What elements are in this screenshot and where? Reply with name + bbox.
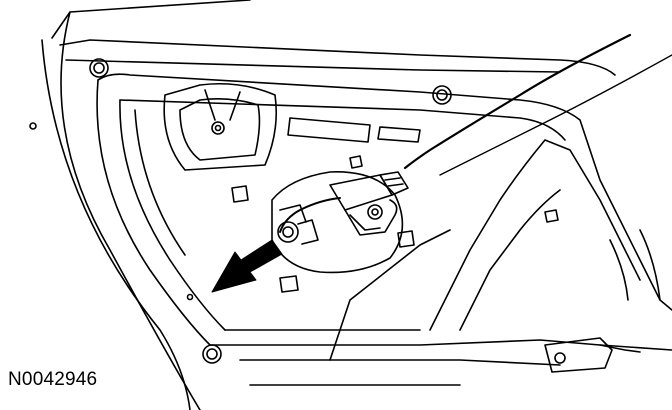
bracket-right xyxy=(544,337,613,373)
latch-arm xyxy=(344,199,398,236)
access-opening xyxy=(271,171,404,274)
tab-1 xyxy=(231,185,249,203)
perimeter-bolt-2 xyxy=(432,85,452,105)
bracket-right-bolt xyxy=(554,352,566,364)
connector-plug xyxy=(379,171,409,196)
lower-cavity-edge xyxy=(329,229,451,361)
perimeter-bolt-3 xyxy=(202,344,222,364)
upper-boss-inner xyxy=(179,98,261,161)
wire-harness xyxy=(279,197,341,233)
callout-arrow xyxy=(211,239,283,293)
left-channel-inner-2 xyxy=(134,109,186,256)
upper-boss-bolt xyxy=(211,121,225,135)
retaining-clip xyxy=(277,204,319,245)
tab-2 xyxy=(349,155,363,169)
cable-2 xyxy=(439,54,672,176)
left-channel xyxy=(96,79,211,346)
tab-5 xyxy=(544,209,559,223)
upper-opening-2 xyxy=(377,126,421,143)
small-hole-2 xyxy=(29,122,37,130)
door-frame-edge-2 xyxy=(59,39,616,76)
perimeter-bolt-1 xyxy=(89,58,109,78)
connector-detail xyxy=(384,177,404,187)
upper-boss-outer xyxy=(163,82,278,171)
upper-opening-1 xyxy=(287,117,371,143)
bottom-sill-3 xyxy=(239,359,561,366)
lower-cavity xyxy=(429,139,641,331)
latch-pivot-center xyxy=(371,208,379,216)
figure-id-label: N0042946 xyxy=(8,369,98,390)
upper-boss-bolt-center xyxy=(214,124,222,132)
left-channel-inner xyxy=(119,99,226,331)
latch-pivot xyxy=(367,204,383,220)
panel-flange-inner xyxy=(119,99,566,141)
tab-4 xyxy=(279,275,299,293)
latch-arm-2 xyxy=(349,214,381,231)
panel-flange xyxy=(97,73,661,301)
lower-cavity-2 xyxy=(459,189,561,331)
right-panel-edge xyxy=(639,229,672,311)
cable xyxy=(403,33,632,170)
door-frame-edge-3 xyxy=(65,59,561,73)
bottom-sill xyxy=(209,339,672,351)
door-outer-outline xyxy=(51,0,251,410)
door-frame-edge xyxy=(41,39,191,410)
small-hole-1 xyxy=(186,293,194,301)
